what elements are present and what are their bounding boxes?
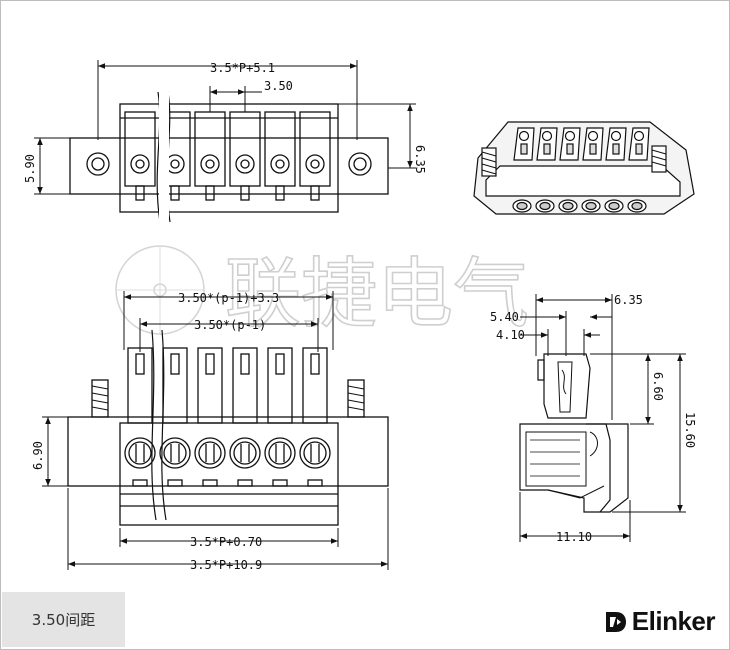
dim-front-pitch-span: 3.50*(p-1) (194, 318, 266, 332)
front-view-plug-tab (302, 347, 328, 424)
top-view-cell (229, 111, 261, 187)
iso-screw-left (481, 147, 497, 177)
front-view-wire-entry (229, 437, 261, 469)
front-view-release-slot (167, 479, 183, 487)
iso-screw-icon (541, 130, 553, 142)
top-view-pin (240, 185, 250, 201)
top-view-dimensions (34, 60, 416, 195)
front-view-release-slot (202, 479, 218, 487)
top-view-cell (194, 111, 226, 187)
front-view-wire-entry (124, 437, 156, 469)
brand-logo: Elinker (604, 606, 716, 637)
dim-top-body-height: 6.35 (413, 145, 427, 174)
dim-front-overall-width: 3.5*P+10.9 (190, 558, 262, 572)
front-view-wire-entry (299, 437, 331, 469)
iso-screw-icon (633, 130, 645, 142)
top-view-pin (170, 185, 180, 201)
side-view (519, 353, 629, 513)
dim-top-pitch: 3.50 (264, 79, 293, 93)
dim-top-flange-height: 5.90 (23, 154, 37, 183)
front-view-release-slot (132, 479, 148, 487)
dim-side-total-height: 15.60 (683, 412, 697, 448)
top-view-cell (299, 111, 331, 187)
top-view-screw-right (348, 152, 372, 176)
top-view-screw-icon (200, 154, 220, 174)
front-view-plug-tab (197, 347, 223, 424)
front-view-wire-entry (264, 437, 296, 469)
dim-front-height: 6.90 (31, 441, 45, 470)
front-view-flange (67, 416, 389, 487)
front-view-dimensions (42, 291, 389, 570)
top-view (69, 91, 389, 223)
front-view (67, 329, 389, 526)
dim-side-depth: 11.10 (556, 530, 592, 544)
iso-screw-icon (518, 130, 530, 142)
brand-name: Elinker (631, 606, 716, 636)
iso-screw-icon (564, 130, 576, 142)
isometric-view (473, 121, 695, 215)
dim-front-body-width: 3.5*P+0.70 (190, 535, 262, 549)
side-view-body (519, 423, 629, 513)
top-view-pin (135, 185, 145, 201)
dim-front-inner-span: 3.50*(p-1)+3.3 (178, 291, 279, 305)
front-view-plug-tab (267, 347, 293, 424)
iso-screw-right (651, 145, 667, 173)
technical-drawing: 联捷电气 3.5*P+5.1 3.50 5.90 (23, 60, 697, 572)
iso-screw-icon (610, 130, 622, 142)
front-view-body (119, 422, 339, 526)
top-view-cell (124, 111, 156, 187)
top-view-flange (69, 137, 389, 195)
elinker-logo-icon (605, 611, 626, 632)
top-view-screw-icon (130, 154, 150, 174)
front-view-release-slot (237, 479, 253, 487)
top-view-screw-left (86, 152, 110, 176)
top-view-screw-icon (235, 154, 255, 174)
dim-side-upper-height: 6.60 (651, 372, 665, 401)
top-view-cell (264, 111, 296, 187)
front-view-plug-tab (232, 347, 258, 424)
front-view-plug-tab (127, 347, 153, 424)
dim-top-overall-width: 3.5*P+5.1 (210, 61, 275, 75)
dim-side-inner-width: 4.10 (496, 328, 525, 342)
dim-side-top-width: 6.35 (614, 293, 643, 307)
dim-side-mid-width: 5.40 (490, 310, 519, 324)
front-view-plug-tab (162, 347, 188, 424)
front-view-release-slot (307, 479, 323, 487)
iso-screw-icon (587, 130, 599, 142)
top-view-body (119, 103, 339, 213)
front-view-release-slot (272, 479, 288, 487)
footer-bar: 3.50间距 Elinker (1, 592, 727, 647)
front-view-wire-entry (159, 437, 191, 469)
top-view-screw-icon (305, 154, 325, 174)
side-view-plug (543, 353, 591, 419)
front-screw-right (347, 379, 365, 418)
front-view-wire-entry (194, 437, 226, 469)
top-view-screw-icon (270, 154, 290, 174)
side-view-dimensions (519, 294, 686, 542)
pitch-label: 3.50间距 (2, 592, 125, 647)
top-view-pin (205, 185, 215, 201)
top-view-pin (310, 185, 320, 201)
front-screw-left (91, 379, 109, 418)
top-view-pin (275, 185, 285, 201)
